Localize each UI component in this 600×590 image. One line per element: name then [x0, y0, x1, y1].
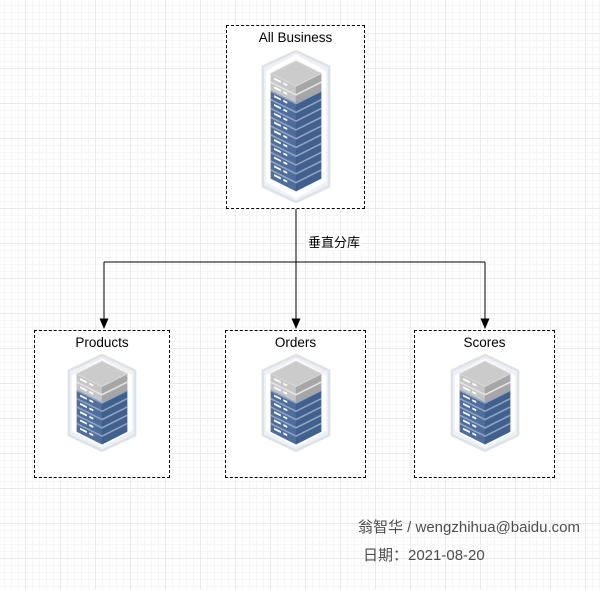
edge-label-vertical-sharding: 垂直分库 [306, 235, 363, 250]
signature-block: 翁智华 / wengzhihua@baidu.com 日期：2021-08-20 [358, 514, 580, 570]
arrowhead-products [99, 318, 109, 329]
server-stack-icon [257, 48, 335, 206]
signature-author: 翁智华 / wengzhihua@baidu.com [358, 519, 580, 536]
node-products[interactable]: Products [34, 330, 170, 478]
node-label: All Business [258, 30, 333, 45]
arrowhead-orders [291, 318, 301, 329]
node-label: Products [75, 335, 129, 350]
node-all-business[interactable]: All Business [226, 25, 365, 209]
server-stack-icon [446, 353, 524, 453]
node-label: Scores [463, 335, 506, 350]
server-stack-icon [257, 353, 335, 453]
node-scores[interactable]: Scores [414, 330, 555, 478]
node-orders[interactable]: Orders [225, 330, 366, 478]
signature-date: 日期：2021-08-20 [363, 547, 485, 564]
server-stack-icon [63, 353, 141, 453]
node-label: Orders [274, 335, 317, 350]
arrowhead-scores [480, 318, 490, 329]
